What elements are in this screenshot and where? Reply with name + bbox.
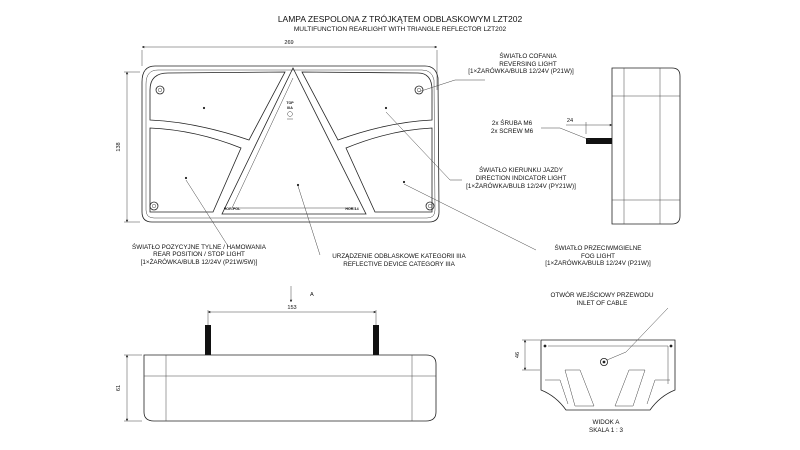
triangle-reflector [221,67,367,215]
mounting-hole-icon [149,201,159,211]
mounting-hole-icon [155,85,165,95]
view-a-height-dimension: 46 [515,352,521,358]
svg-text:REAR POSITION / STOP LIGHT: REAR POSITION / STOP LIGHT [153,251,245,258]
view-a-scale: SKALA 1 : 3 [589,427,623,434]
front-view: 269 138 TOP IIIA HOR-POL [116,40,537,256]
view-a-label: WIDOK A [593,419,621,426]
svg-text:REVERSING LIGHT: REVERSING LIGHT [499,61,557,68]
top-code-mark: IIIA [287,106,293,110]
svg-text:REFLECTIVE DEVICE CATEGORY III: REFLECTIVE DEVICE CATEGORY IIIA [343,261,455,268]
svg-text:ŚWIATŁO COFANIA: ŚWIATŁO COFANIA [499,51,557,60]
right-bottom-mark: HOR-14 [345,207,358,211]
e-mark-icon [287,111,293,117]
svg-text:2x ŚRUBA M6: 2x ŚRUBA M6 [492,118,533,127]
callout-reversing: ŚWIATŁO COFANIA REVERSING LIGHT [1×ŻARÓW… [468,51,574,75]
height-dimension: 138 [116,142,122,151]
callout-fog: ŚWIATŁO PRZECIWMGIELNE FOG LIGHT [1×ŻARÓ… [545,243,651,267]
callout-indicator: ŚWIATŁO KIERUNKU JAZDY DIRECTION INDICAT… [466,165,576,190]
svg-text:[1×ŻARÓWKA/BULB 12/24V (P21W)]: [1×ŻARÓWKA/BULB 12/24V (P21W)] [545,258,651,267]
lower-right-lens [345,127,433,213]
side-view: 24 [541,67,681,225]
mounting-hole-icon [414,85,424,95]
bottom-view: A 153 61 [116,286,437,422]
callout-reflector: URZĄDZENIE ODBLASKOWE KATEGORII IIIA REF… [332,253,466,268]
drawing-subtitle: MULTIFUNCTION REARLIGHT WITH TRIANGLE RE… [294,26,507,33]
left-bottom-mark: HOR-POL [224,207,241,211]
svg-text:ŚWIATŁO POZYCYJNE TYLNE / HAMO: ŚWIATŁO POZYCYJNE TYLNE / HAMOWANIA [132,242,267,251]
svg-text:[1×ŻARÓWKA/BULB 12/24V (P21W)]: [1×ŻARÓWKA/BULB 12/24V (P21W)] [468,66,574,75]
upper-right-lens [301,71,433,141]
bottom-height-dimension: 61 [116,385,122,391]
top-mark: TOP [286,101,294,105]
svg-text:[1×ŻARÓWKA/BULB 12/24V (PY21W): [1×ŻARÓWKA/BULB 12/24V (PY21W)] [466,181,576,190]
view-marker: A [310,292,314,298]
bolt-icon [205,325,211,355]
svg-text:2x SCREW M6: 2x SCREW M6 [491,128,534,135]
svg-text:[1×ŻARÓWKA/BULB 12/24V (P21W/5: [1×ŻARÓWKA/BULB 12/24V (P21W/5W)] [141,257,258,266]
cable-inlet-icon [600,357,609,366]
svg-text:OTWÓR WEJŚCIOWY PRZEWODU: OTWÓR WEJŚCIOWY PRZEWODU [550,290,654,299]
drawing-title: LAMPA ZESPOLONA Z TRÓJKĄTEM ODBLASKOWYM … [278,14,523,24]
svg-text:ŚWIATŁO KIERUNKU JAZDY: ŚWIATŁO KIERUNKU JAZDY [479,165,564,174]
bolt-icon [373,325,379,355]
view-a: 46 WIDOK A SKALA 1 : 3 [515,307,676,434]
callout-position: ŚWIATŁO POZYCYJNE TYLNE / HAMOWANIA REAR… [132,242,267,266]
depth-dimension: 24 [567,118,573,124]
bolt-spacing-dimension: 153 [287,305,296,311]
width-dimension: 269 [284,40,293,46]
svg-text:ŚWIATŁO PRZECIWMGIELNE: ŚWIATŁO PRZECIWMGIELNE [555,243,642,252]
svg-text:INLET OF CABLE: INLET OF CABLE [577,300,628,307]
lamp-housing [141,65,440,223]
callout-screw: 2x ŚRUBA M6 2x SCREW M6 [491,118,534,135]
callout-inlet: OTWÓR WEJŚCIOWY PRZEWODU INLET OF CABLE [550,290,654,307]
svg-text:URZĄDZENIE ODBLASKOWE KATEGORI: URZĄDZENIE ODBLASKOWE KATEGORII IIIA [332,253,466,260]
mounting-hole-icon [425,201,435,211]
lower-left-lens [149,127,242,213]
svg-text:FOG LIGHT: FOG LIGHT [581,253,615,260]
upper-left-lens [149,71,286,141]
svg-text:DIRECTION INDICATOR LIGHT: DIRECTION INDICATOR LIGHT [476,175,567,182]
screw-icon [586,138,612,144]
